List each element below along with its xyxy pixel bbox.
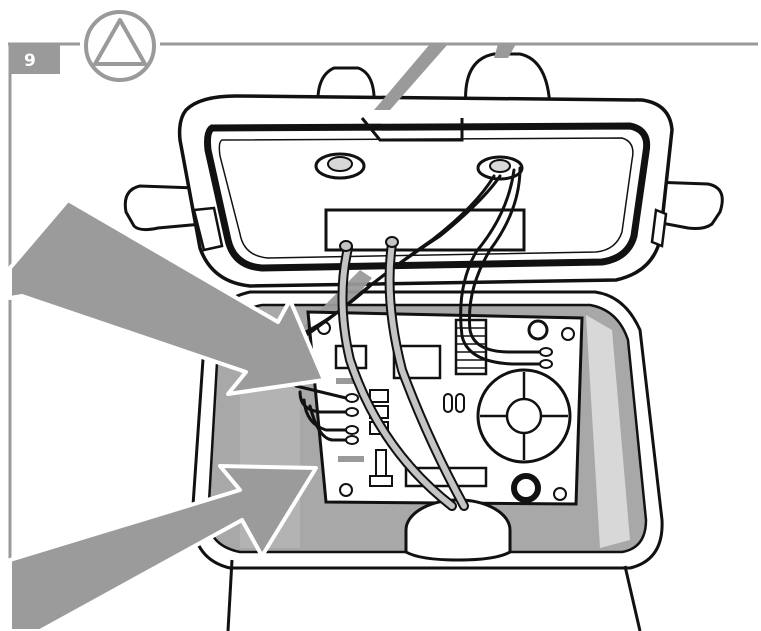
circuit-board <box>306 310 584 506</box>
warning-triangle-icon <box>84 10 156 82</box>
housing-lid <box>123 52 724 288</box>
wiring <box>294 166 553 511</box>
step-badge: 9 <box>10 44 60 74</box>
pointer-arrow-lower <box>8 464 318 631</box>
battery-cell <box>404 498 512 562</box>
step-number: 9 <box>24 51 36 71</box>
pointer-arrow-upper <box>8 198 326 396</box>
